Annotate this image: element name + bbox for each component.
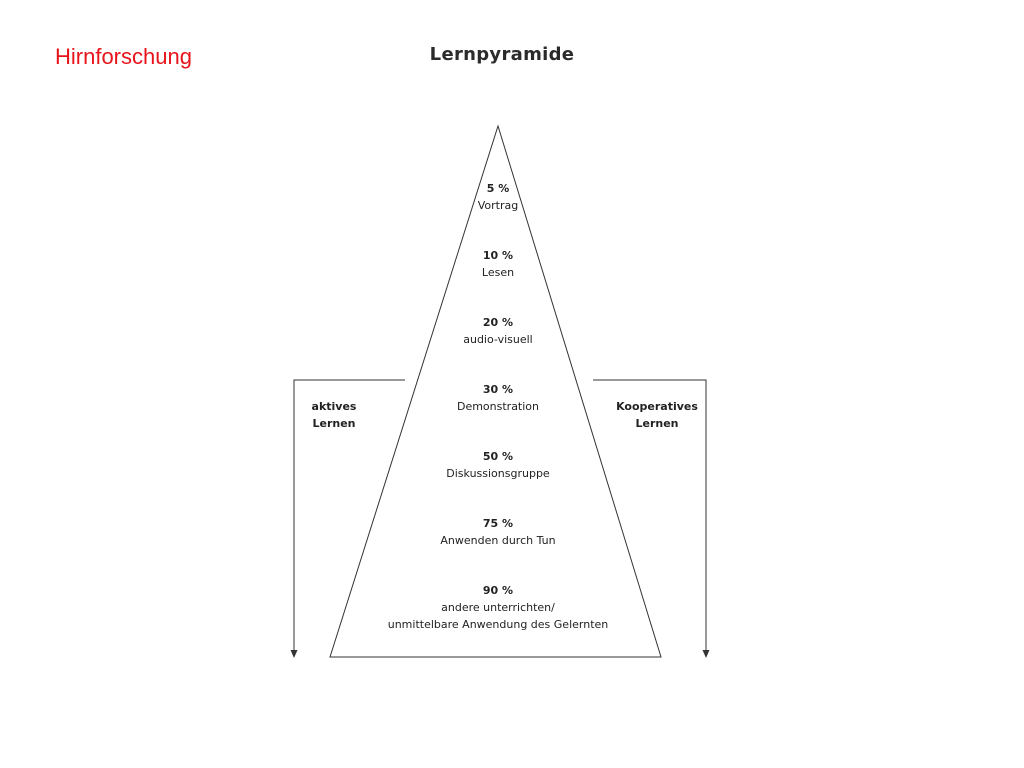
level-label: Diskussionsgruppe [446,467,550,480]
level-percent: 20 % [482,316,514,329]
pyramid-level-andere-unterrichten: 90 % andere unterrichten/ unmittelbare A… [330,582,666,633]
left-label-aktives-lernen: aktives Lernen [311,400,357,430]
pyramid-level-diskussionsgruppe: 50 % Diskussionsgruppe [330,448,666,482]
pyramid-triangle [329,124,662,658]
right-label-kooperatives-lernen: Kooperatives Lernen [616,400,698,430]
level-percent: 75 % [482,517,514,530]
right-bracket-line [593,379,707,652]
level-label: Anwenden durch Tun [440,534,556,547]
level-percent: 50 % [482,450,514,463]
section-title: Hirnforschung [55,44,192,69]
level-label: Demonstration [456,400,540,413]
level-percent: 30 % [482,383,514,396]
level-percent: 5 % [486,182,510,195]
pyramid-level-audio-visuell: 20 % audio-visuell [330,314,666,348]
level-percent: 10 % [482,249,514,262]
pyramid-level-vortrag: 5 % Vortrag [330,180,666,214]
diagram-title: Lernpyramide [429,44,575,65]
level-percent: 90 % [482,584,514,597]
level-label: andere unterrichten/ unmittelbare Anwend… [387,601,609,631]
pyramid-level-lesen: 10 % Lesen [330,247,666,281]
left-bracket-line [293,379,405,652]
left-arrow-head [290,650,298,658]
level-label: Vortrag [477,199,519,212]
pyramid-level-demonstration: 30 % Demonstration [330,381,666,415]
level-label: Lesen [481,266,515,279]
right-arrow-head [702,650,710,658]
pyramid-level-anwenden: 75 % Anwenden durch Tun [330,515,666,549]
level-label: audio-visuell [463,333,533,346]
